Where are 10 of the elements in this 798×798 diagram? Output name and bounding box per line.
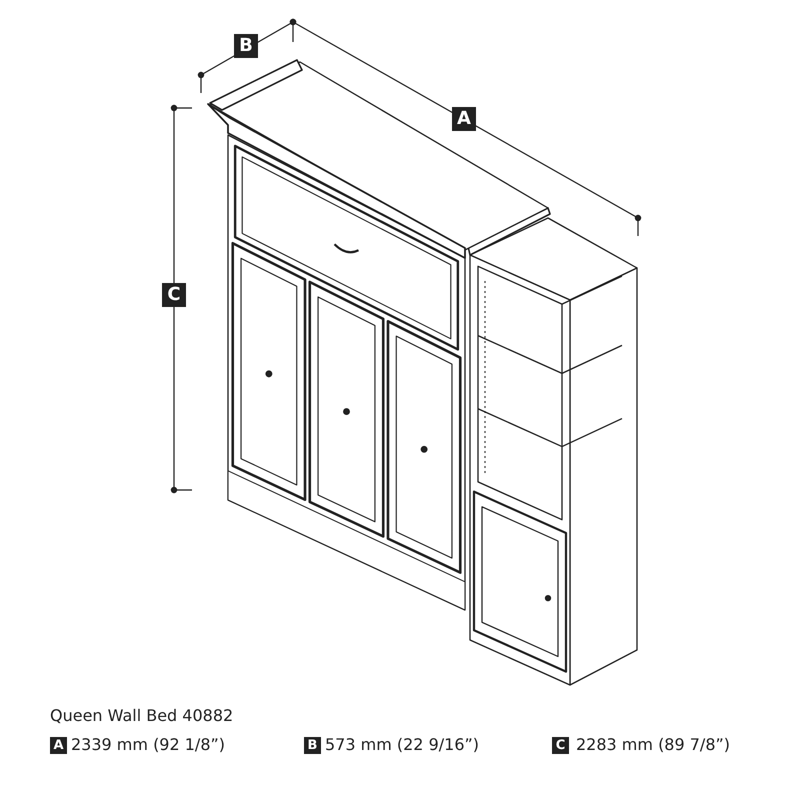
dimension-letter: B bbox=[234, 34, 258, 58]
dimension-letter: C bbox=[162, 283, 186, 307]
dimension-letter: B bbox=[304, 737, 321, 754]
dimension-letter: A bbox=[452, 107, 476, 131]
dimension-letter: A bbox=[50, 737, 67, 754]
dimension-value: 2283 mm (89 7/8”) bbox=[576, 737, 730, 753]
product-title: Queen Wall Bed 40882 bbox=[50, 708, 234, 724]
dimension-value: 573 mm (22 9/16”) bbox=[325, 737, 480, 753]
dimension-value: 2339 mm (92 1/8”) bbox=[71, 737, 226, 753]
dimension-letter: C bbox=[552, 737, 569, 754]
